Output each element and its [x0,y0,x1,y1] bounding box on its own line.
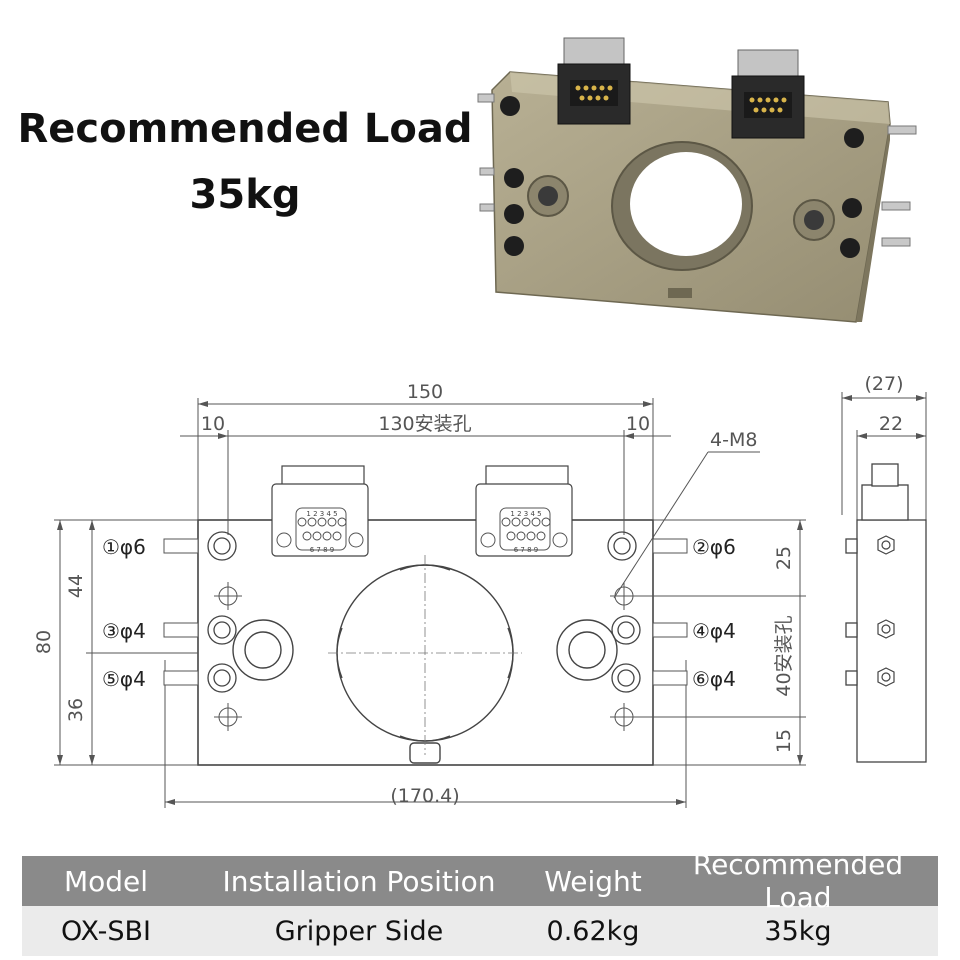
header-installation-position: Installation Position [222,864,496,898]
connector-left-pins-top: 1 2 3 4 5 [306,510,337,518]
technical-drawing: 1 2 3 4 5 6 7 8 9 1 2 3 4 5 6 7 8 9 150 … [33,373,927,808]
headline-load-value: 35kg [189,172,301,218]
dim-bottom-right: 15 [773,729,795,753]
table-row: OX-SBI Gripper Side 0.62kg 35kg [22,906,938,956]
header-weight: Weight [544,864,642,898]
port-label-2: ②φ6 [692,535,736,559]
spec-table: Model Installation Position Weight Recom… [22,848,938,956]
port-label-1: ①φ6 [102,535,146,559]
thread-callout: 4-M8 [710,429,757,451]
cell-recommended-load: 35kg [764,915,832,947]
dim-top-right: 25 [773,546,795,570]
dim-hole-pitch: 130安装孔 [378,413,471,435]
connector-right-pins-bottom: 6 7 8 9 [514,546,539,554]
dim-left-edge: 10 [201,413,225,435]
front-view-plate [197,519,654,766]
d-sub-connector-right [731,49,805,139]
connector-left-pins-bottom: 6 7 8 9 [310,546,335,554]
cell-model: OX-SBI [60,915,152,947]
dim-height: 80 [33,630,55,654]
spec-table-header: Model Installation Position Weight Recom… [22,848,938,914]
port-label-6: ⑥φ4 [692,667,736,691]
side-overall: (27) [864,373,903,395]
dim-overall: (170.4) [390,785,459,807]
dim-upper: 44 [65,574,87,598]
dim-lower: 36 [65,698,87,722]
side-view [845,463,927,763]
port-label-4: ④φ4 [692,619,736,643]
d-sub-connector-left [557,37,631,125]
port-label-5: ⑤φ4 [102,667,146,691]
cell-installation-position: Gripper Side [274,915,444,947]
side-width: 22 [879,413,903,435]
cell-weight: 0.62kg [546,915,640,947]
dim-hole-pitch-v: 40安装孔 [773,615,795,696]
dim-width: 150 [407,381,443,403]
product-photo [477,37,917,323]
header-recommended-load: Recommended Load [692,848,904,914]
dim-right-edge: 10 [626,413,650,435]
header-model: Model [63,864,149,898]
headline-title: Recommended Load [17,106,473,152]
port-label-3: ③φ4 [102,619,146,643]
connector-right-pins-top: 1 2 3 4 5 [510,510,541,518]
